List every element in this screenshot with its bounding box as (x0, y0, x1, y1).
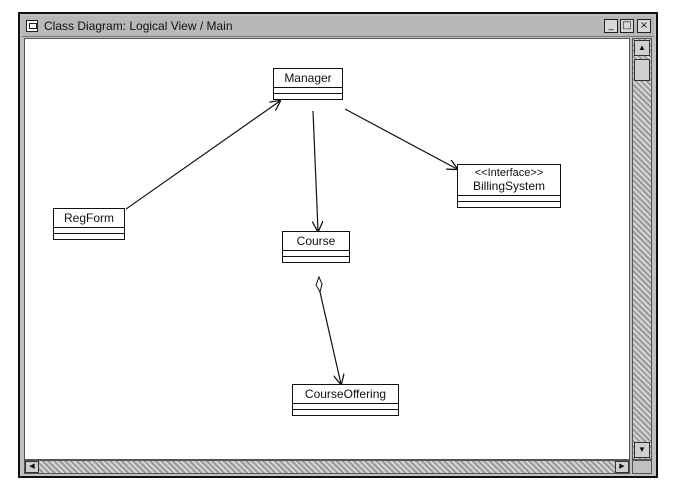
aggregation-course-courseoffering[interactable] (319, 291, 341, 384)
close-icon: × (639, 20, 649, 31)
class-name: BillingSystem (458, 179, 560, 196)
horizontal-scrollbar[interactable]: ◀ ▶ (24, 460, 630, 474)
vertical-scrollbar[interactable]: ▲ ▼ (632, 38, 652, 460)
diagram-canvas[interactable]: Manager RegForm <<Interface>> BillingSys… (24, 38, 630, 460)
diagram-window-icon[interactable] (26, 20, 38, 32)
class-name: Course (283, 232, 349, 251)
scroll-left-button[interactable]: ◀ (25, 461, 39, 473)
size-grip[interactable] (632, 460, 652, 474)
diagram-window: Class Diagram: Logical View / Main _ □ ×… (18, 12, 658, 478)
minimize-button[interactable]: _ (604, 19, 618, 33)
class-name: Manager (274, 69, 342, 88)
arrow-left-icon: ◀ (29, 463, 35, 470)
operations-compartment (283, 257, 349, 262)
attributes-compartment (274, 88, 342, 94)
maximize-icon: □ (622, 20, 632, 31)
association-regform-manager[interactable] (125, 101, 280, 210)
class-courseoffering[interactable]: CourseOffering (292, 384, 399, 416)
class-billingsystem[interactable]: <<Interface>> BillingSystem (457, 164, 561, 208)
scroll-down-button[interactable]: ▼ (634, 442, 650, 458)
arrow-down-icon: ▼ (638, 445, 646, 454)
close-button[interactable]: × (637, 19, 651, 33)
attributes-compartment (293, 404, 398, 410)
maximize-button[interactable]: □ (620, 19, 634, 33)
attributes-compartment (458, 196, 560, 202)
scroll-up-button[interactable]: ▲ (634, 40, 650, 56)
class-name: RegForm (54, 209, 124, 228)
aggregation-diamond (315, 275, 323, 294)
minimize-icon: _ (608, 20, 614, 31)
operations-compartment (293, 410, 398, 415)
class-regform[interactable]: RegForm (53, 208, 125, 240)
class-name: CourseOffering (293, 385, 398, 404)
operations-compartment (54, 234, 124, 239)
operations-compartment (458, 202, 560, 207)
relationship-lines (125, 39, 630, 460)
association-manager-billingsystem[interactable] (344, 108, 457, 169)
class-manager[interactable]: Manager (273, 68, 343, 100)
vertical-scroll-thumb[interactable] (634, 59, 650, 81)
class-stereotype: <<Interface>> (474, 167, 544, 179)
attributes-compartment (54, 228, 124, 234)
association-manager-course[interactable] (313, 110, 318, 231)
operations-compartment (274, 94, 342, 99)
attributes-compartment (283, 251, 349, 257)
window-title: Class Diagram: Logical View / Main (44, 19, 233, 33)
arrow-right-icon: ▶ (619, 463, 625, 470)
title-bar[interactable]: Class Diagram: Logical View / Main _ □ × (22, 16, 654, 37)
class-course[interactable]: Course (282, 231, 350, 263)
scroll-right-button[interactable]: ▶ (615, 461, 629, 473)
arrow-up-icon: ▲ (638, 43, 646, 52)
